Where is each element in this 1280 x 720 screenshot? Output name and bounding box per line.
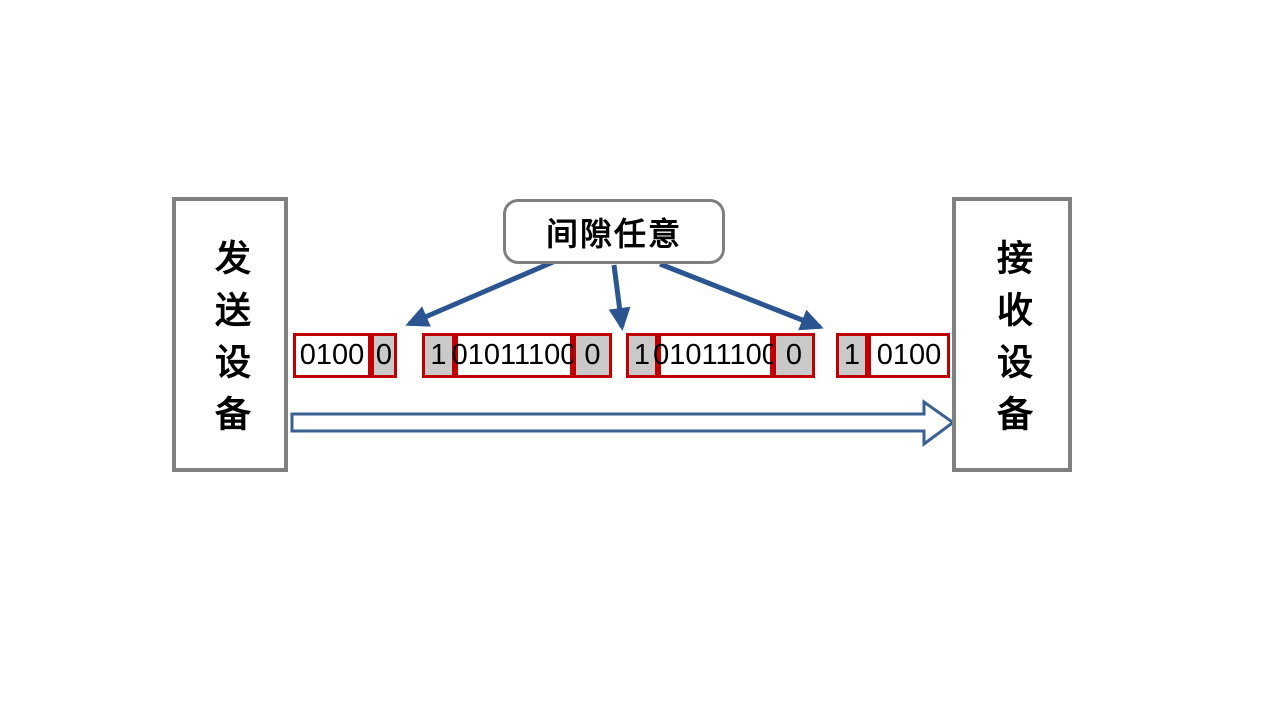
sender-device-box: 发送设备 [172, 197, 288, 472]
data-frame-3: 1 01011100 0 [626, 333, 815, 378]
gap-label-text: 间隙任意 [545, 215, 682, 252]
data-frame-4: 1 0100 [836, 333, 950, 378]
receiver-device-box: 接收设备 [952, 197, 1072, 472]
gap-arrow-left [405, 256, 561, 327]
frame-cell-stop-bit: 0 [371, 333, 397, 378]
gap-label-box: 间隙任意 [503, 199, 725, 264]
frame-cell-data-bits: 0100 [868, 333, 950, 378]
data-frame-1: 0100 0 [293, 333, 397, 378]
gap-arrow-middle [608, 264, 631, 331]
transmission-direction-arrow [290, 399, 956, 447]
frame-cell-stop-bit: 0 [573, 333, 612, 378]
frame-cell-data-bits: 01011100 [452, 333, 576, 378]
receiver-device-label: 接收设备 [992, 238, 1033, 447]
frame-cell-start-bit: 1 [836, 333, 868, 378]
frame-cell-start-bit: 1 [422, 333, 455, 378]
sender-device-label: 发送设备 [210, 238, 251, 447]
frame-cell-stop-bit: 0 [773, 333, 815, 378]
data-frame-2: 1 01011100 0 [422, 333, 612, 378]
frame-cell-start-bit: 1 [626, 333, 658, 378]
gap-arrow-right [659, 261, 824, 331]
frame-cell-data-bits: 0100 [293, 333, 371, 378]
frame-cell-data-bits: 01011100 [653, 333, 778, 378]
